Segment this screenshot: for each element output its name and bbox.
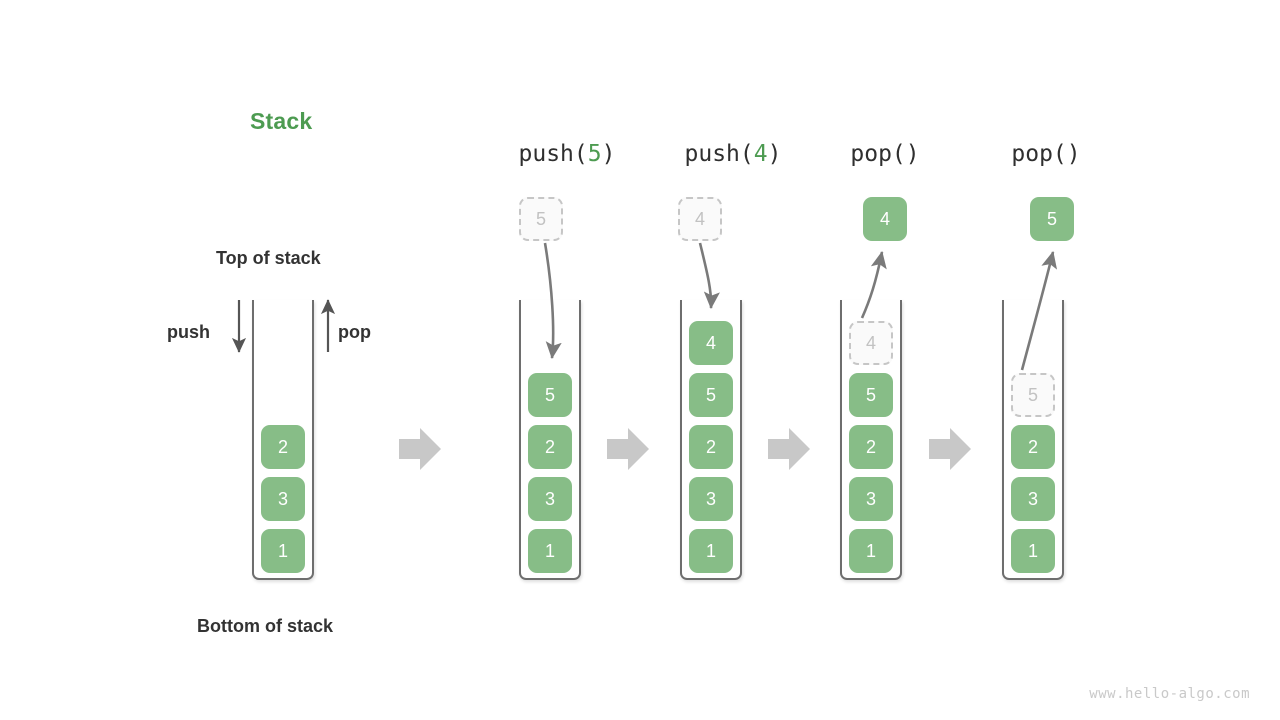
push-4-arrow (698, 242, 720, 310)
column-header-push-5: push(5) (519, 141, 616, 167)
stack-cell: 1 (689, 529, 733, 573)
detached-cell-pop-2: 5 (1030, 197, 1074, 241)
stack-container-push-5 (519, 300, 581, 580)
stack-cell: 4 (689, 321, 733, 365)
column-header-pop-1: pop() (850, 141, 919, 167)
header-prefix: pop( (850, 141, 906, 167)
stack-cell: 3 (689, 477, 733, 521)
column-header-push-4: push(4) (685, 141, 782, 167)
stack-cell: 2 (1011, 425, 1055, 469)
stack-cell: 1 (1011, 529, 1055, 573)
push-label: push (167, 322, 210, 342)
stack-cell: 3 (849, 477, 893, 521)
header-prefix: push( (518, 141, 588, 167)
flow-arrow-4 (929, 428, 971, 470)
stack-cell: 3 (261, 477, 305, 521)
stack-container-initial (252, 300, 314, 580)
stack-container-push-4 (680, 300, 742, 580)
header-suffix: ) (767, 141, 782, 167)
header-suffix: ) (601, 141, 616, 167)
top-of-stack-label: Top of stack (216, 248, 321, 268)
page-title: Stack (250, 108, 313, 134)
stack-cell-removed: 5 (1011, 373, 1055, 417)
column-header-pop-2: pop() (1011, 141, 1080, 167)
stack-container-pop-1 (840, 300, 902, 580)
header-prefix: pop( (1011, 141, 1067, 167)
stack-cell: 5 (528, 373, 572, 417)
stack-cell: 1 (528, 529, 572, 573)
header-prefix: push( (684, 141, 754, 167)
detached-cell-push-4: 4 (678, 197, 722, 241)
bottom-of-stack-label: Bottom of stack (197, 616, 334, 636)
header-arg: 4 (753, 141, 768, 167)
stack-cell: 1 (261, 529, 305, 573)
stack-cell: 2 (849, 425, 893, 469)
stack-cell: 3 (1011, 477, 1055, 521)
flow-arrow-3 (768, 428, 810, 470)
stack-cell: 5 (689, 373, 733, 417)
stack-cell: 5 (849, 373, 893, 417)
footer-url: www.hello-algo.com (1089, 686, 1250, 702)
detached-cell-push-5: 5 (519, 197, 563, 241)
pop-label: pop (338, 322, 371, 342)
header-suffix: ) (905, 141, 920, 167)
stack-cell: 2 (528, 425, 572, 469)
stack-container-pop-2 (1002, 300, 1064, 580)
stack-cell: 2 (261, 425, 305, 469)
stack-cell: 2 (689, 425, 733, 469)
stack-cell: 1 (849, 529, 893, 573)
header-suffix: ) (1066, 141, 1081, 167)
flow-arrow-2 (607, 428, 649, 470)
flow-arrow-1 (399, 428, 441, 470)
header-arg: 5 (587, 141, 602, 167)
stack-cell: 3 (528, 477, 572, 521)
detached-cell-pop-1: 4 (863, 197, 907, 241)
stack-cell-removed: 4 (849, 321, 893, 365)
